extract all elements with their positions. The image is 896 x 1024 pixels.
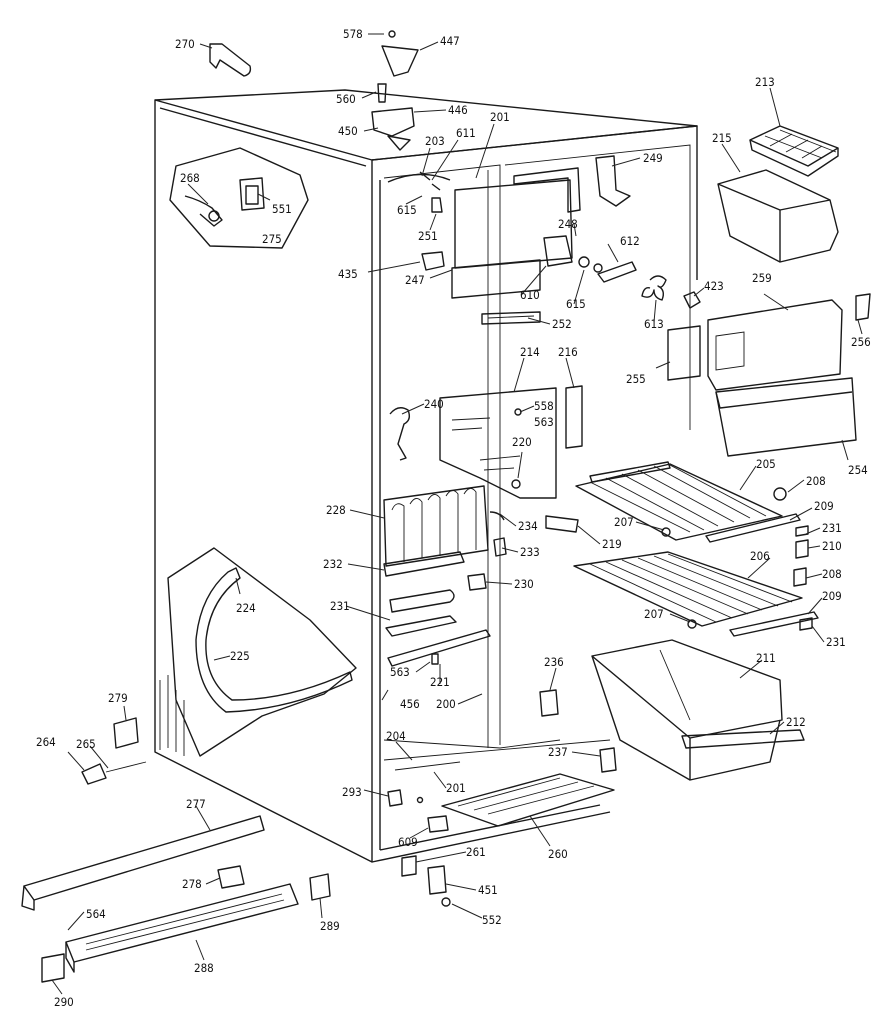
part-label-247: 247 — [405, 273, 425, 287]
ice-tray-and-bucket — [717, 125, 839, 263]
part-label-290: 290 — [54, 995, 74, 1009]
part-label-209-upper: 209 — [814, 499, 834, 513]
part-label-248: 248 — [558, 217, 578, 231]
part-label-609: 609 — [398, 835, 418, 849]
part-label-446: 446 — [448, 103, 468, 117]
evaporator-228 — [383, 485, 505, 567]
part-label-435: 435 — [338, 267, 358, 281]
part-label-293: 293 — [342, 785, 362, 799]
part-label-208-upper: 208 — [806, 474, 826, 488]
part-label-265: 265 — [76, 737, 96, 751]
part-label-564: 564 — [86, 907, 106, 921]
part-label-275: 275 — [262, 232, 282, 246]
part-label-233: 233 — [520, 545, 540, 559]
part-label-255: 255 — [626, 372, 646, 386]
part-label-563-upper: 563 — [534, 415, 554, 429]
part-label-224: 224 — [236, 601, 256, 615]
part-label-234: 234 — [518, 519, 538, 533]
part-label-270: 270 — [175, 37, 195, 51]
part-label-254: 254 — [848, 463, 868, 477]
part-label-264: 264 — [36, 735, 56, 749]
part-label-209-lower: 209 — [822, 589, 842, 603]
part-label-207-lower: 207 — [644, 607, 664, 621]
part-label-259: 259 — [752, 271, 772, 285]
part-label-551: 551 — [272, 202, 292, 216]
part-label-240: 240 — [424, 397, 444, 411]
inset-panel-224 — [167, 547, 357, 757]
part-label-201-top: 201 — [490, 110, 510, 124]
part-label-560: 560 — [336, 92, 356, 106]
part-label-611: 611 — [456, 126, 476, 140]
part-label-451: 451 — [478, 883, 498, 897]
right-parts — [667, 293, 871, 457]
part-label-201-lower: 201 — [446, 781, 466, 795]
part-label-615-upper: 615 — [397, 203, 417, 217]
part-label-423: 423 — [704, 279, 724, 293]
part-label-252: 252 — [552, 317, 572, 331]
part-label-204: 204 — [386, 729, 406, 743]
part-label-261: 261 — [466, 845, 486, 859]
part-label-212: 212 — [786, 715, 806, 729]
part-label-612: 612 — [620, 234, 640, 248]
part-label-208-lower: 208 — [822, 567, 842, 581]
part-label-615-lower: 615 — [566, 297, 586, 311]
part-label-552: 552 — [482, 913, 502, 927]
part-label-563-lower: 563 — [390, 665, 410, 679]
top-parts — [209, 30, 631, 213]
inset-panel-268 — [169, 147, 309, 249]
part-label-225: 225 — [230, 649, 250, 663]
part-label-210: 210 — [822, 539, 842, 553]
lower-freezer-parts — [383, 537, 559, 717]
part-label-260: 260 — [548, 847, 568, 861]
part-label-207-upper: 207 — [614, 515, 634, 529]
part-label-447: 447 — [440, 34, 460, 48]
part-label-278: 278 — [182, 877, 202, 891]
part-label-219: 219 — [602, 537, 622, 551]
part-label-214: 214 — [520, 345, 540, 359]
part-label-279: 279 — [108, 691, 128, 705]
part-label-215: 215 — [712, 131, 732, 145]
part-label-251: 251 — [418, 229, 438, 243]
part-label-232: 232 — [323, 557, 343, 571]
part-label-236: 236 — [544, 655, 564, 669]
part-label-456: 456 — [400, 697, 420, 711]
part-label-578: 578 — [343, 27, 363, 41]
part-label-220: 220 — [512, 435, 532, 449]
part-label-211: 211 — [756, 651, 776, 665]
base-parts — [21, 717, 617, 983]
part-label-277: 277 — [186, 797, 206, 811]
part-label-613: 613 — [644, 317, 664, 331]
part-label-450: 450 — [338, 124, 358, 138]
part-label-237: 237 — [548, 745, 568, 759]
part-label-610: 610 — [520, 288, 540, 302]
part-label-249: 249 — [643, 151, 663, 165]
crisper-211 — [591, 639, 805, 781]
part-label-216: 216 — [558, 345, 578, 359]
part-label-200: 200 — [436, 697, 456, 711]
part-label-228: 228 — [326, 503, 346, 517]
part-labels: 578 447 270 560 446 450 201 611 203 249 … — [36, 27, 871, 1009]
part-label-231-left: 231 — [330, 599, 350, 613]
part-label-230: 230 — [514, 577, 534, 591]
part-label-288: 288 — [194, 961, 214, 975]
part-label-221: 221 — [430, 675, 450, 689]
part-label-268: 268 — [180, 171, 200, 185]
part-label-256: 256 — [851, 335, 871, 349]
part-label-206: 206 — [750, 549, 770, 563]
shelves — [545, 461, 819, 637]
refrigerator-cabinet — [154, 89, 698, 863]
part-label-231-right-upper: 231 — [822, 521, 842, 535]
part-label-558: 558 — [534, 399, 554, 413]
part-label-205: 205 — [756, 457, 776, 471]
control-parts — [421, 197, 701, 325]
part-label-289: 289 — [320, 919, 340, 933]
part-label-213: 213 — [755, 75, 775, 89]
part-label-231-right-lower: 231 — [826, 635, 846, 649]
leader-lines — [51, 33, 863, 995]
part-label-203: 203 — [425, 134, 445, 148]
